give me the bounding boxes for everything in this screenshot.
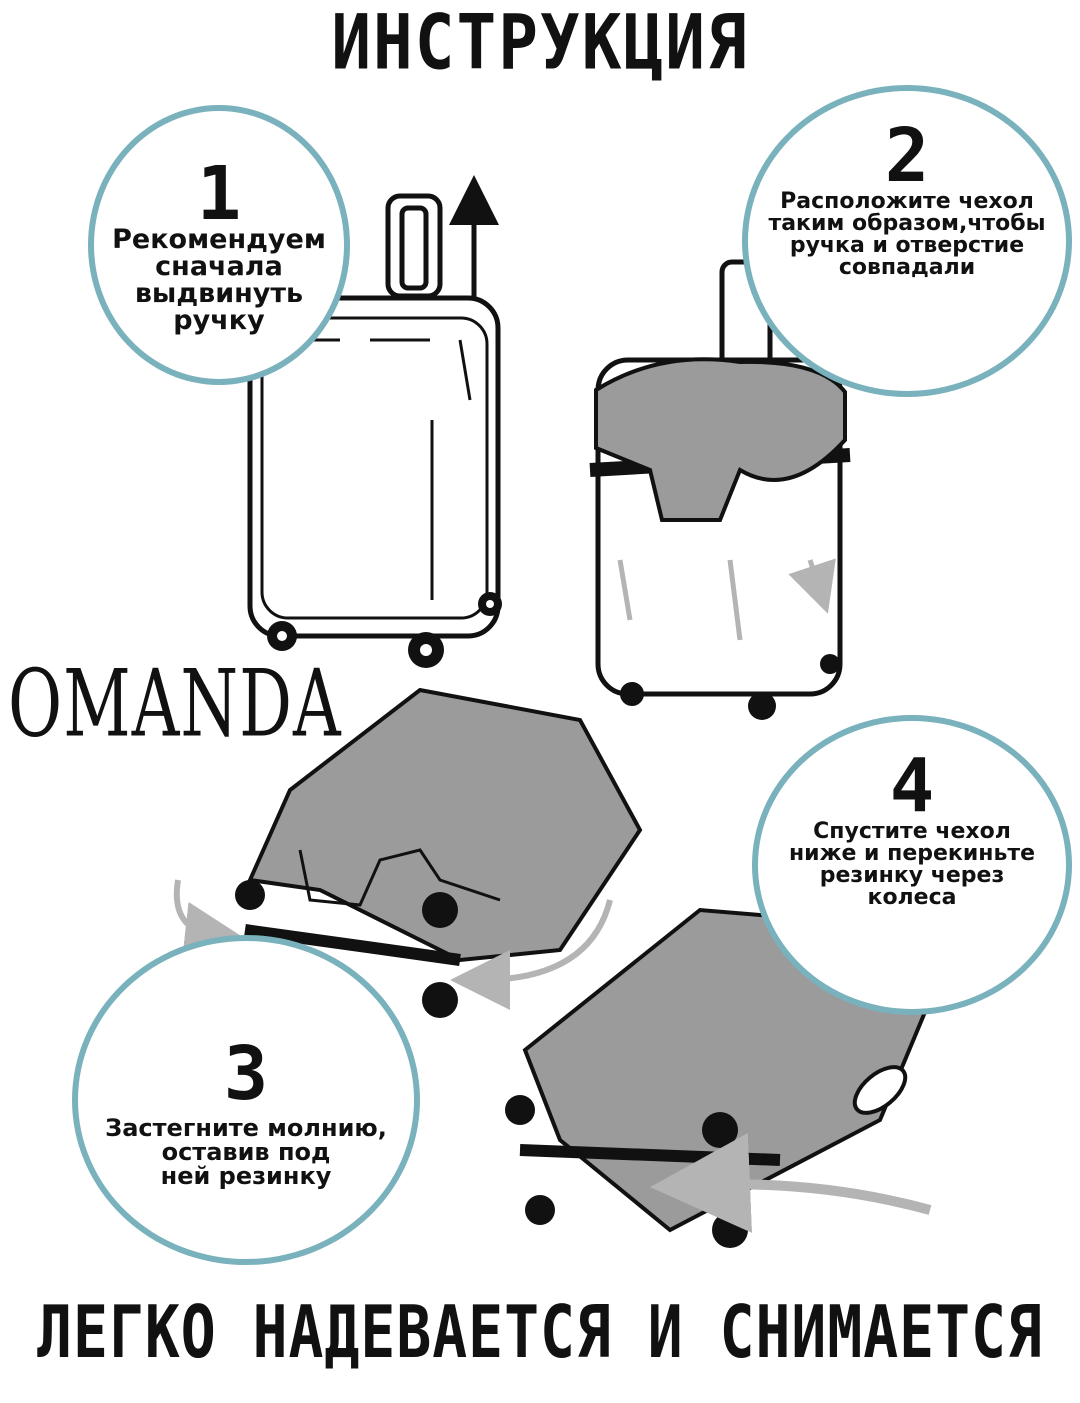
step-4-line: колеса xyxy=(867,885,957,910)
step-4-line: ниже и перекиньте xyxy=(788,841,1036,866)
step-2-line: Расположите чехол xyxy=(780,189,1034,214)
step-3-line: ней резинку xyxy=(160,1162,332,1190)
suitcase-lying-zipped-icon xyxy=(173,687,643,1042)
page-title: ИНСТРУКЦИЯ xyxy=(331,0,749,87)
step-1-line: сначала xyxy=(155,251,283,282)
step-1-number: 1 xyxy=(196,151,242,237)
step-2-line: таким образом,чтобы xyxy=(768,211,1046,236)
suitcase-cover-top-icon xyxy=(589,259,850,720)
footer-slogan: ЛЕГКО НАДЕВАЕТСЯ И СНИМАЕТСЯ xyxy=(37,1289,1043,1375)
step-4-line: Спустите чехол xyxy=(813,819,1011,844)
step-4-number: 4 xyxy=(889,743,935,829)
step-4-circle: 4 Спустите чехол ниже и перекиньте резин… xyxy=(752,715,1072,1015)
step-1-circle: 1 Рекомендуем сначала выдвинуть ручку xyxy=(88,105,350,385)
step-4-line: резинку через xyxy=(819,863,1005,888)
brand-logo: OMANDA xyxy=(8,650,342,758)
step-2-line: совпадали xyxy=(838,255,976,280)
step-2-circle: 2 Расположите чехол таким образом,чтобы … xyxy=(742,85,1072,397)
step-2-line: ручка и отверстие xyxy=(789,233,1025,258)
step-1-line: выдвинуть xyxy=(134,278,304,309)
step-3-circle: 3 Застегните молнию, оставив под ней рез… xyxy=(72,935,420,1265)
step-3-line: Застегните молнию, xyxy=(105,1114,387,1142)
step-2-number: 2 xyxy=(884,113,930,199)
step-1-line: Рекомендуем xyxy=(112,224,326,255)
step-1-line: ручку xyxy=(173,305,265,336)
step-3-line: оставив под xyxy=(161,1138,331,1166)
step-3-number: 3 xyxy=(223,1031,269,1117)
